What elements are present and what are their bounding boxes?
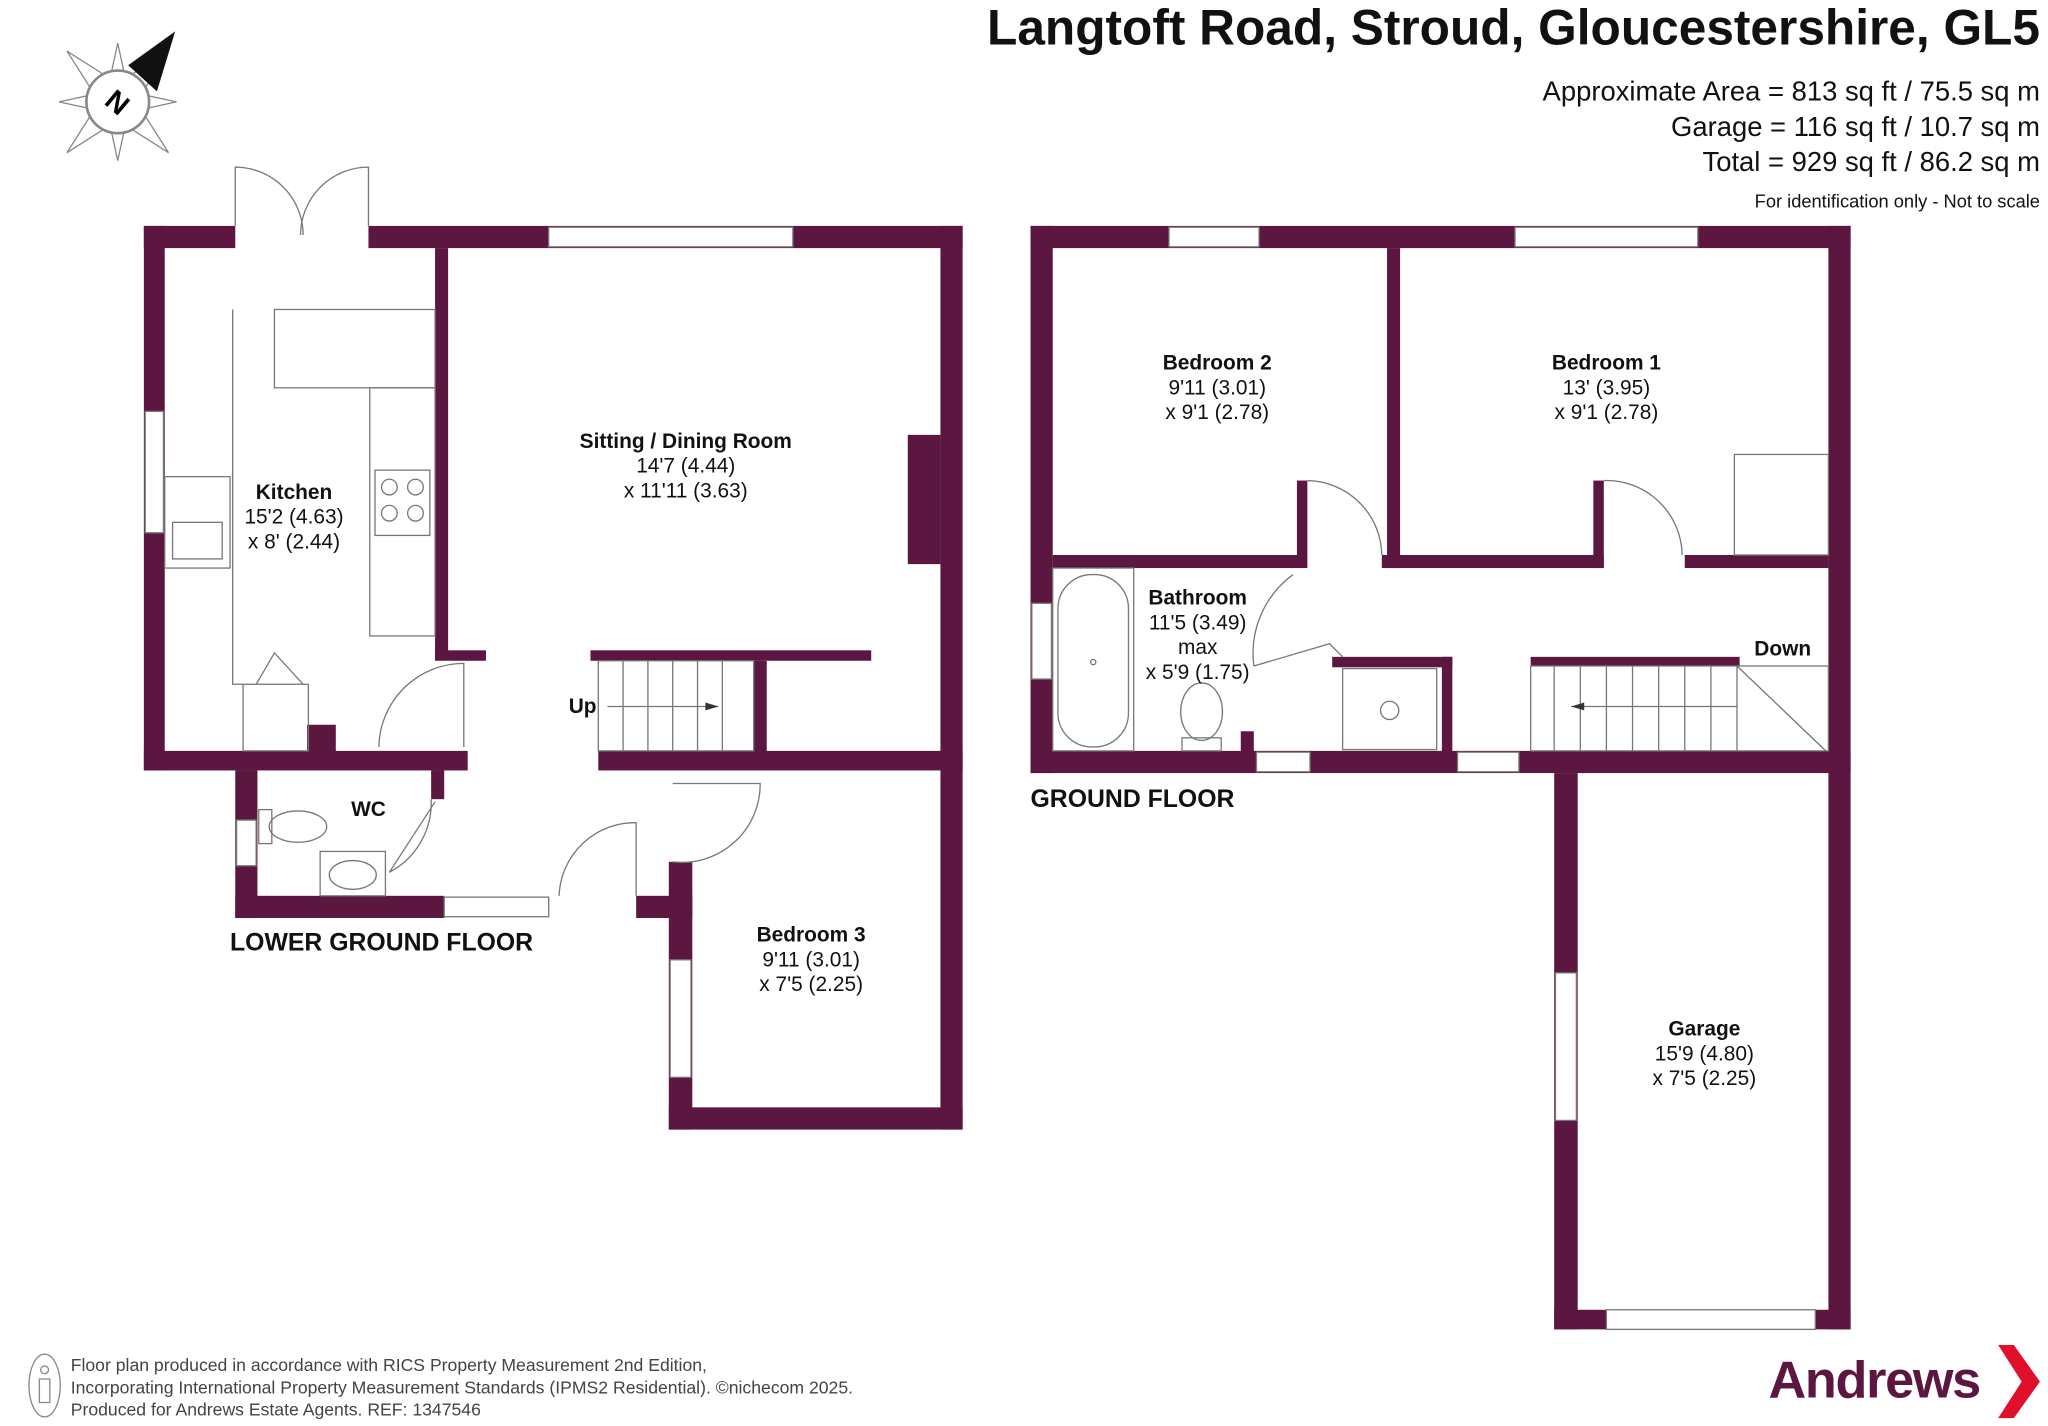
svg-text:9'11 (3.01): 9'11 (3.01) bbox=[762, 948, 860, 971]
room-bathroom: Bathroom 11'5 (3.49) max x 5'9 (1.75) bbox=[1146, 587, 1250, 684]
room-bedroom-2: Bedroom 2 9'11 (3.01) x 9'1 (2.78) bbox=[1163, 352, 1272, 425]
svg-text:14'7 (4.44): 14'7 (4.44) bbox=[636, 455, 735, 478]
svg-text:Bedroom 1: Bedroom 1 bbox=[1552, 352, 1661, 375]
andrews-logo: Andrews bbox=[1768, 1345, 2040, 1419]
svg-text:max: max bbox=[1178, 636, 1218, 659]
disclaimer: For identification only - Not to scale bbox=[1755, 191, 2040, 212]
svg-text:9'11 (3.01): 9'11 (3.01) bbox=[1168, 376, 1266, 399]
room-garage: Garage 15'9 (4.80) x 7'5 (2.25) bbox=[1652, 1018, 1756, 1091]
room-kitchen: Kitchen 15'2 (4.63) x 8' (2.44) bbox=[244, 481, 343, 554]
svg-text:Bedroom 3: Bedroom 3 bbox=[757, 924, 866, 947]
ground-floor-label: GROUND FLOOR bbox=[1031, 786, 1235, 813]
ipms-icon bbox=[28, 1353, 61, 1418]
footer-line-3: Produced for Andrews Estate Agents. REF:… bbox=[71, 1400, 481, 1420]
svg-text:x 8' (2.44): x 8' (2.44) bbox=[248, 530, 340, 553]
svg-text:Bedroom 2: Bedroom 2 bbox=[1163, 352, 1272, 375]
svg-text:Garage: Garage bbox=[1668, 1018, 1740, 1041]
svg-text:x 9'1 (2.78): x 9'1 (2.78) bbox=[1555, 401, 1659, 424]
ground-floor-walls bbox=[1030, 225, 1851, 1331]
room-bedroom-1: Bedroom 1 13' (3.95) x 9'1 (2.78) bbox=[1552, 352, 1661, 425]
svg-text:13' (3.95): 13' (3.95) bbox=[1563, 376, 1651, 399]
footer-line-1: Floor plan produced in accordance with R… bbox=[71, 1355, 707, 1375]
approximate-area: Approximate Area = 813 sq ft / 75.5 sq m bbox=[1543, 76, 2040, 107]
svg-text:x 7'5 (2.25): x 7'5 (2.25) bbox=[759, 973, 863, 996]
svg-text:x 5'9 (1.75): x 5'9 (1.75) bbox=[1146, 661, 1250, 684]
compass-icon: N bbox=[58, 31, 177, 161]
svg-text:15'2 (4.63): 15'2 (4.63) bbox=[244, 506, 343, 529]
property-title: Langtoft Road, Stroud, Gloucestershire, … bbox=[987, 0, 2040, 55]
svg-text:11'5 (3.49): 11'5 (3.49) bbox=[1149, 611, 1247, 634]
svg-text:Bathroom: Bathroom bbox=[1148, 587, 1247, 610]
garage-area: Garage = 116 sq ft / 10.7 sq m bbox=[1671, 111, 2040, 142]
room-wc: WC bbox=[351, 798, 386, 821]
svg-text:Andrews: Andrews bbox=[1768, 1351, 1979, 1409]
lower-ground-floor-label: LOWER GROUND FLOOR bbox=[230, 930, 533, 957]
footer-line-2: Incorporating International Property Mea… bbox=[71, 1377, 853, 1397]
room-sitting-dining: Sitting / Dining Room 14'7 (4.44) x 11'1… bbox=[580, 430, 792, 503]
svg-text:x 9'1 (2.78): x 9'1 (2.78) bbox=[1165, 401, 1269, 424]
svg-text:Kitchen: Kitchen bbox=[256, 481, 333, 504]
lower-ground-floor-walls bbox=[143, 166, 963, 1130]
room-bedroom-3: Bedroom 3 9'11 (3.01) x 7'5 (2.25) bbox=[757, 924, 866, 997]
stairs-up-label: Up bbox=[569, 695, 597, 718]
svg-text:Sitting / Dining Room: Sitting / Dining Room bbox=[580, 430, 792, 453]
total-area: Total = 929 sq ft / 86.2 sq m bbox=[1703, 146, 2040, 177]
svg-text:x 11'11 (3.63): x 11'11 (3.63) bbox=[624, 480, 748, 503]
svg-text:x 7'5 (2.25): x 7'5 (2.25) bbox=[1652, 1067, 1756, 1090]
svg-text:15'9 (4.80): 15'9 (4.80) bbox=[1655, 1042, 1754, 1065]
stairs-down-label: Down bbox=[1754, 638, 1811, 661]
